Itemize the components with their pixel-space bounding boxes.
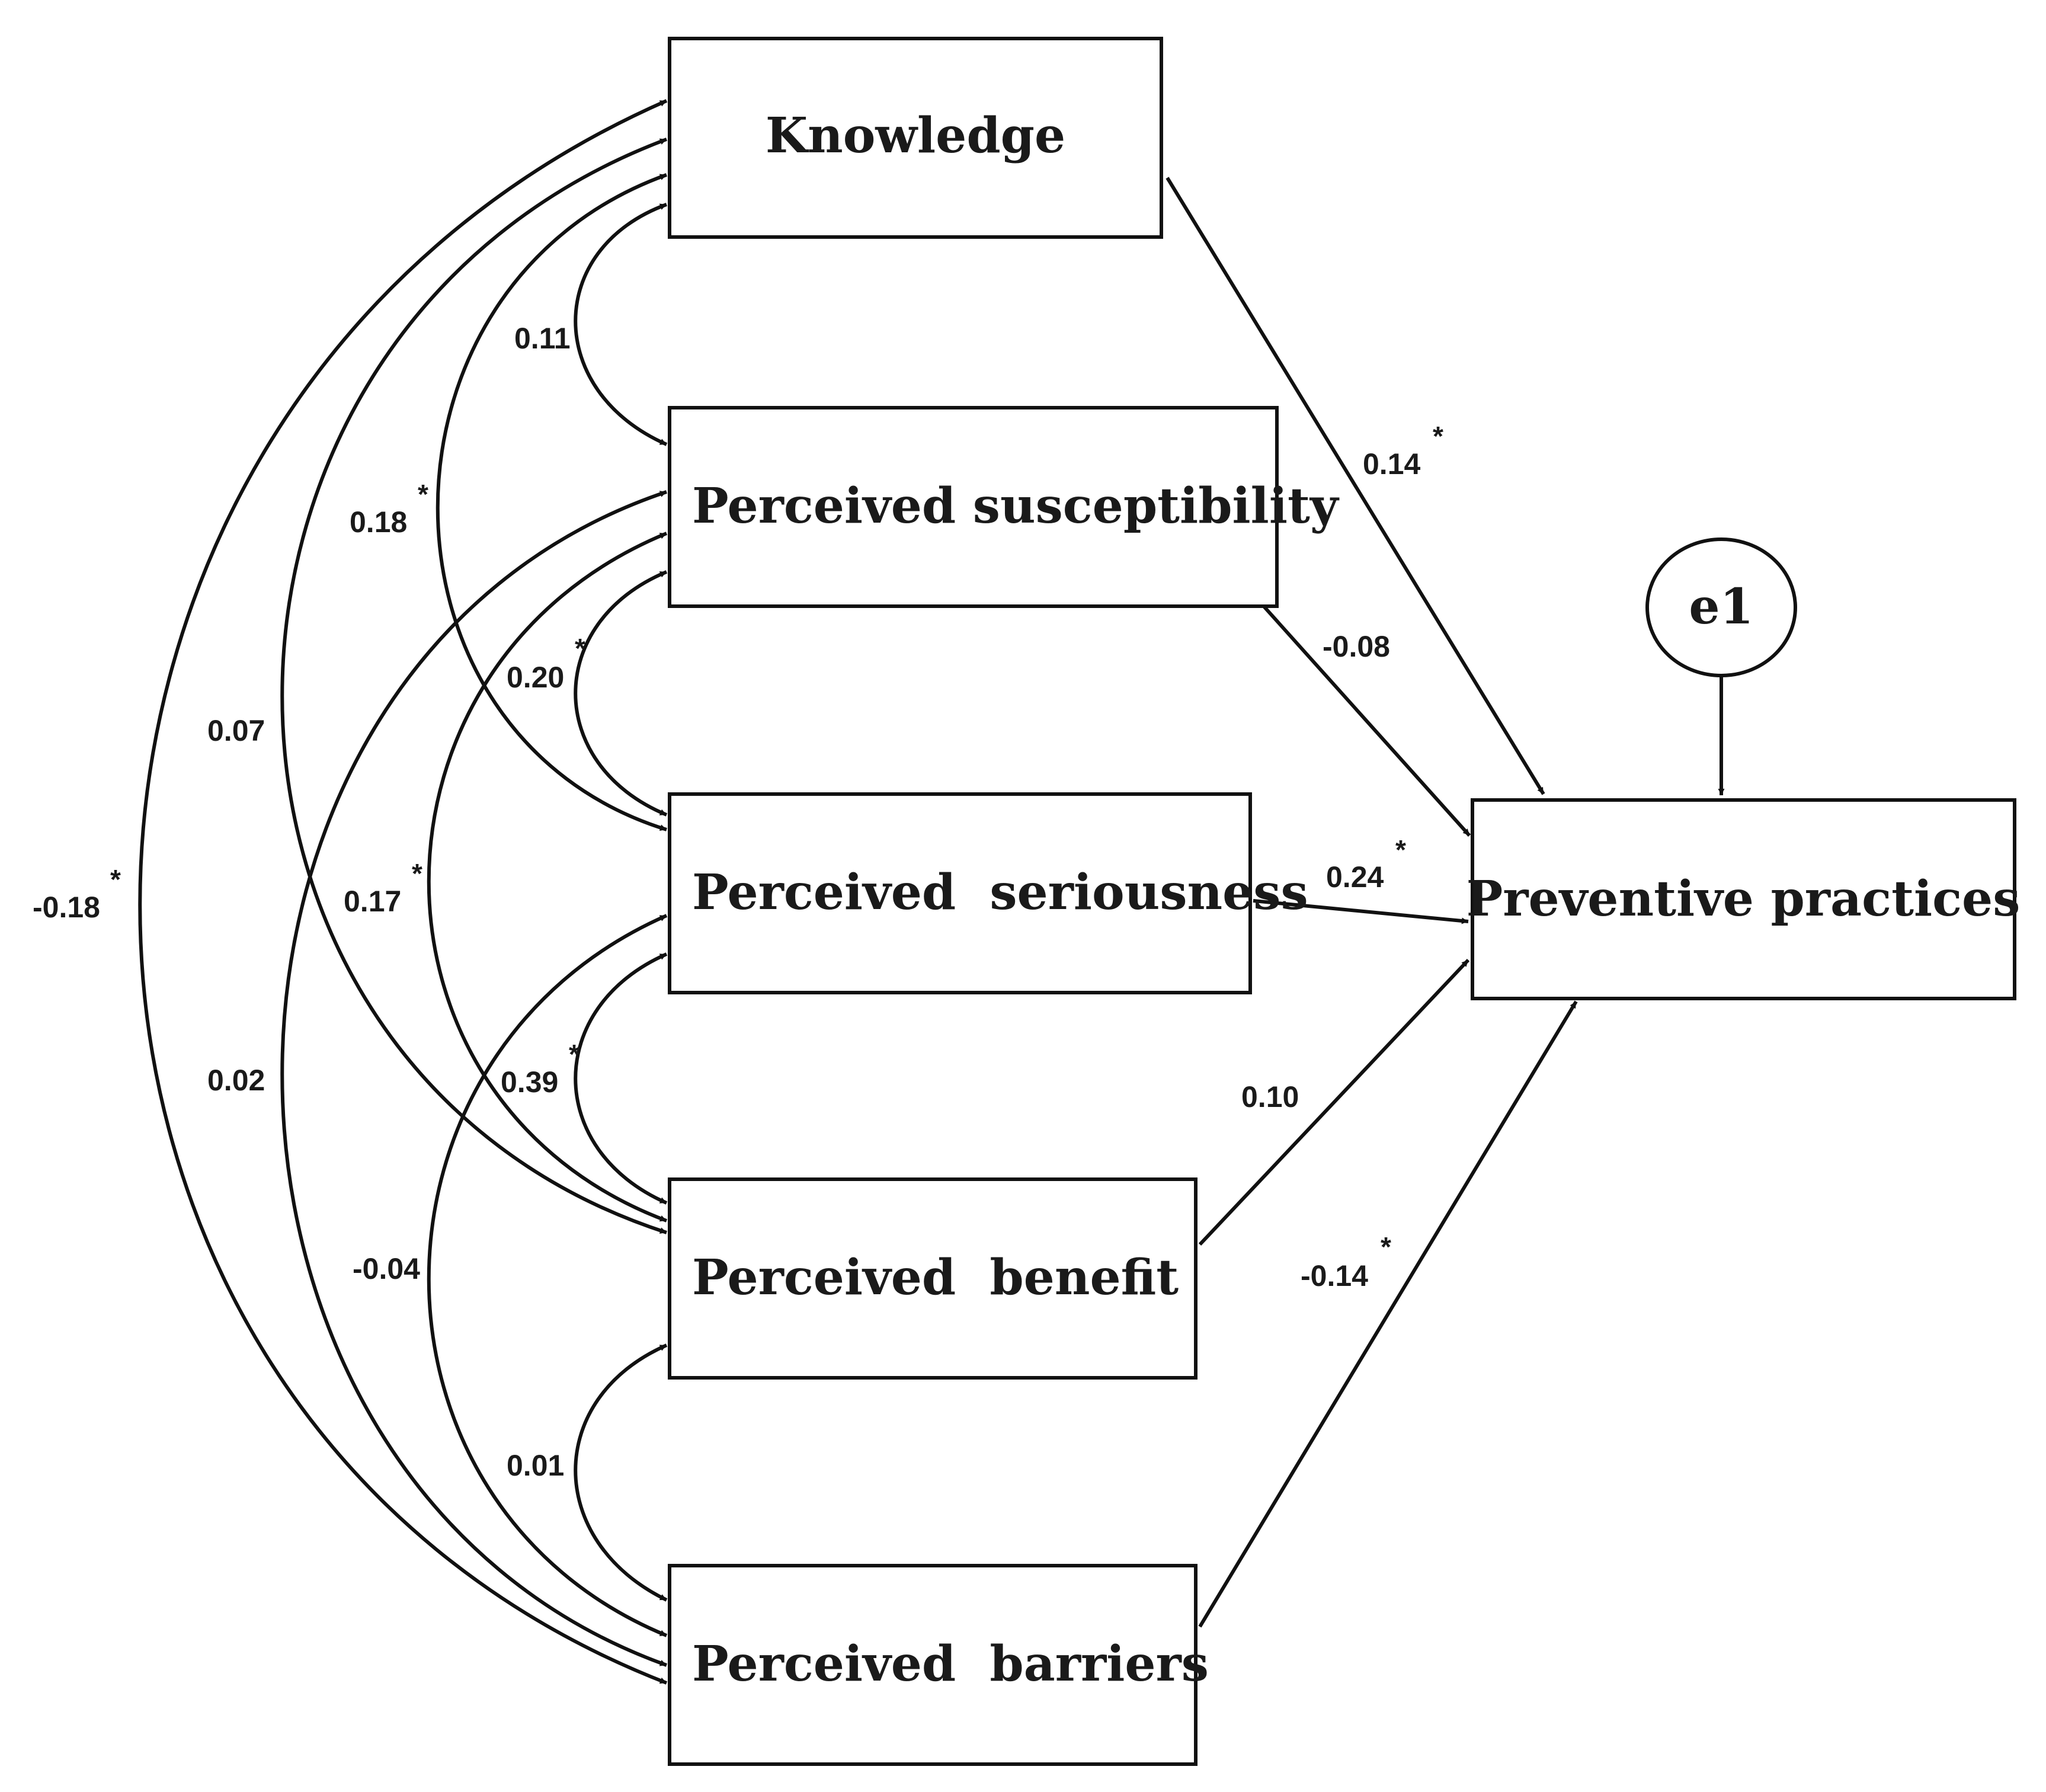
- node-error: e1: [1645, 537, 1797, 677]
- cov-knowledge-benefit-arrow: [280, 137, 668, 1234]
- node-susceptibility-label: Perceived susceptibility: [692, 478, 1340, 535]
- node-outcome: Preventive practices: [1467, 798, 2021, 1000]
- covariance-arrows: [138, 99, 668, 1685]
- covariance-coefficients: 0.11 0.18 * 0.07 -0.18 * 0.20 * 0.17 * 0…: [33, 322, 585, 1482]
- cov-knowledge-seriousness-value: 0.18: [350, 505, 407, 539]
- node-benefit-label: Perceived benefit: [692, 1249, 1179, 1306]
- cov-knowledge-seriousness-arrow: [436, 173, 668, 831]
- cov-susceptibility-barriers-arrow: [280, 490, 668, 1667]
- cov-susceptibility-seriousness-value: 0.20: [507, 661, 564, 694]
- path-knowledge-value: 0.14: [1363, 447, 1421, 481]
- path-coefficients: 0.14 * -0.08 0.24 * 0.10 -0.14 *: [1241, 421, 1443, 1292]
- path-seriousness-arrow: [1253, 899, 1469, 924]
- cov-knowledge-susceptibility-arrow: [574, 203, 668, 446]
- cov-benefit-barriers-arrow: [574, 1343, 668, 1602]
- regression-arrows: [1166, 177, 1725, 1628]
- path-barriers-arrow: [1198, 1000, 1578, 1628]
- node-knowledge-label: Knowledge: [766, 107, 1065, 164]
- cov-susceptibility-barriers-value: 0.02: [207, 1064, 265, 1097]
- path-susceptibility-value: -0.08: [1323, 630, 1390, 663]
- cov-seriousness-benefit-arrow: [574, 952, 668, 1205]
- cov-benefit-barriers-value: 0.01: [507, 1449, 564, 1482]
- path-seriousness-value: 0.24: [1326, 860, 1384, 894]
- cov-knowledge-seriousness-star: *: [418, 479, 428, 510]
- path-knowledge-arrow: [1166, 177, 1545, 795]
- path-barriers-star: *: [1381, 1231, 1391, 1262]
- cov-knowledge-benefit-value: 0.07: [207, 714, 265, 747]
- node-outcome-label: Preventive practices: [1467, 871, 2021, 927]
- node-barriers: Perceived barriers: [668, 1564, 1209, 1766]
- node-seriousness-label: Perceived seriousness: [692, 864, 1308, 921]
- path-susceptibility-arrow: [1260, 603, 1471, 837]
- cov-seriousness-barriers-arrow: [427, 914, 668, 1637]
- path-seriousness-star: *: [1395, 834, 1406, 865]
- cov-susceptibility-seriousness-star: *: [575, 633, 585, 664]
- node-seriousness: Perceived seriousness: [668, 792, 1308, 994]
- path-benefit-value: 0.10: [1241, 1080, 1299, 1113]
- cov-knowledge-susceptibility-value: 0.11: [514, 322, 571, 355]
- cov-susceptibility-benefit-star: *: [412, 858, 422, 889]
- node-knowledge: Knowledge: [668, 37, 1163, 239]
- cov-seriousness-benefit-star: *: [569, 1039, 579, 1070]
- node-barriers-label: Perceived barriers: [692, 1636, 1209, 1692]
- cov-seriousness-benefit-value: 0.39: [501, 1065, 558, 1099]
- node-susceptibility: Perceived susceptibility: [668, 406, 1340, 608]
- cov-susceptibility-seriousness-arrow: [574, 570, 668, 817]
- cov-knowledge-barriers-value: -0.18: [33, 891, 100, 924]
- cov-susceptibility-benefit-value: 0.17: [344, 885, 401, 918]
- cov-seriousness-barriers-value: -0.04: [353, 1252, 420, 1285]
- cov-knowledge-barriers-star: *: [110, 864, 121, 895]
- path-benefit-arrow: [1198, 958, 1470, 1246]
- path-knowledge-star: *: [1433, 421, 1443, 452]
- node-error-label: e1: [1689, 578, 1753, 635]
- path-barriers-value: -0.14: [1301, 1259, 1368, 1292]
- node-benefit: Perceived benefit: [668, 1177, 1197, 1380]
- cov-knowledge-barriers-arrow: [138, 99, 668, 1685]
- cov-susceptibility-benefit-arrow: [427, 532, 668, 1223]
